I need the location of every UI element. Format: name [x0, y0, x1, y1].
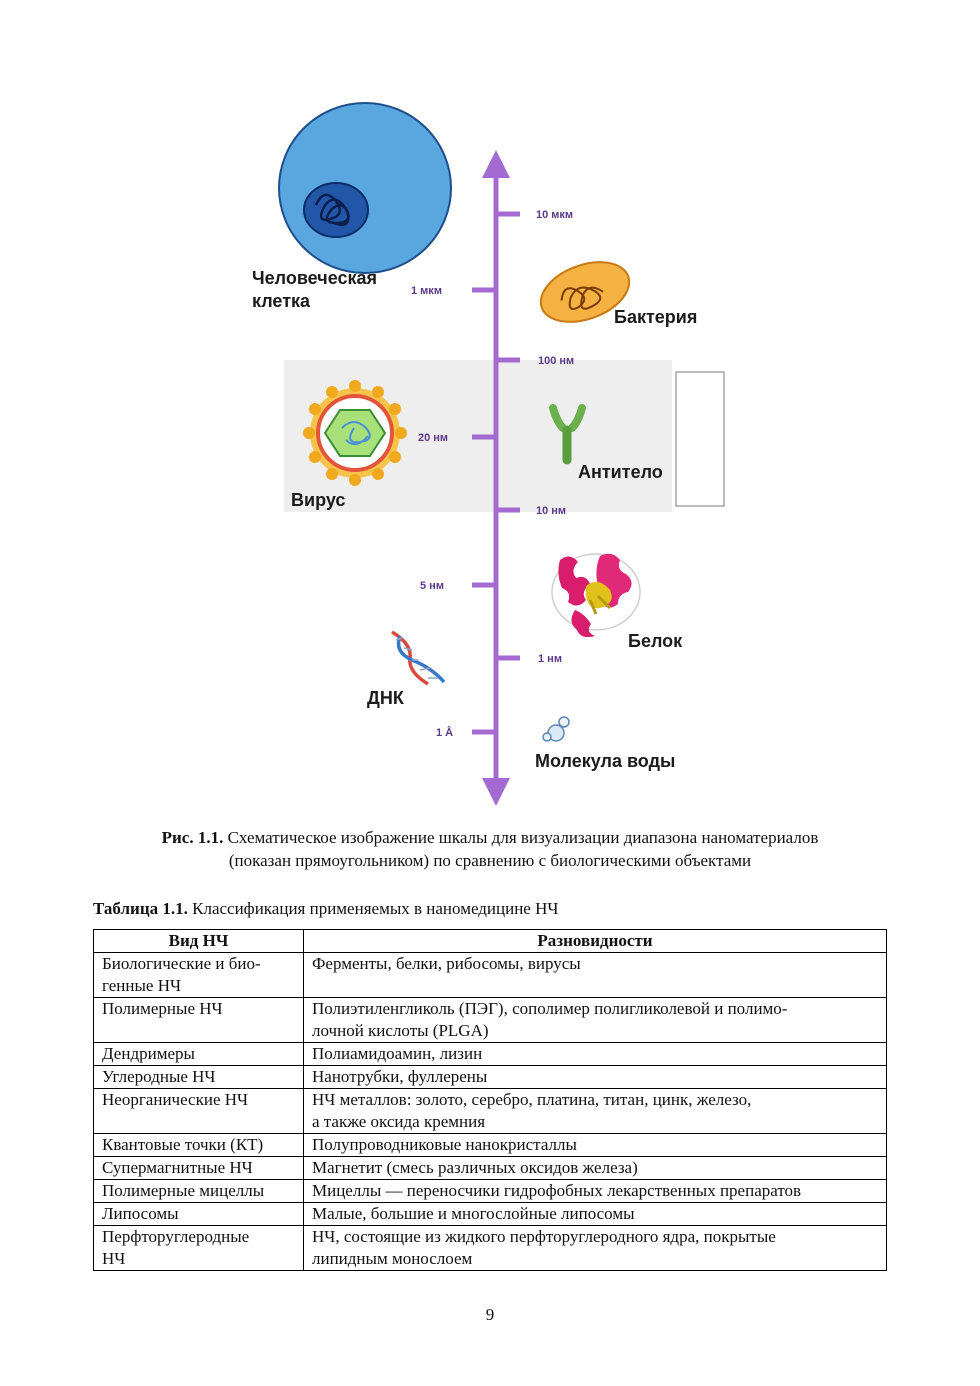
- cell-type: Квантовые точки (КТ): [93, 1133, 304, 1157]
- tick-label-10nm: 10 нм: [536, 505, 566, 517]
- antibody-label: Антитело: [578, 462, 663, 482]
- cell-varieties: Полиэтиленгликоль (ПЭГ), сополимер полиг…: [303, 997, 887, 1043]
- table-title-prefix: Таблица 1.1.: [93, 899, 188, 918]
- bacteria-icon: [539, 261, 631, 323]
- cell-type: Углеродные НЧ: [93, 1065, 304, 1089]
- cell-varieties: Полиамидоамин, лизин: [303, 1042, 887, 1066]
- table-title: Таблица 1.1. Классификация применяемых в…: [93, 899, 558, 919]
- virus-icon: [303, 380, 407, 486]
- table-title-text: Классификация применяемых в наномедицине…: [187, 899, 559, 918]
- dna-label: ДНК: [367, 688, 405, 708]
- tick-label-10um: 10 мкм: [536, 209, 573, 221]
- cell-type: Биологические и био- генные НЧ: [93, 952, 304, 998]
- cell-type: Полимерные НЧ: [93, 997, 304, 1043]
- cell-varieties: НЧ, состоящие из жидкого перфторуглеродн…: [303, 1225, 887, 1271]
- dna-icon: [391, 630, 446, 686]
- nanorange-frame: [675, 371, 725, 507]
- cell-varieties: Малые, большие и многослойные липосомы: [303, 1202, 887, 1226]
- tick-label-20nm: 20 нм: [418, 432, 448, 444]
- table-header-row: Вид НЧ Разновидности: [93, 929, 887, 953]
- cell-varieties: Нанотрубки, фуллерены: [303, 1065, 887, 1089]
- protein-icon: [551, 553, 641, 638]
- cell-type: Полимерные мицеллы: [93, 1179, 304, 1203]
- header-type: Вид НЧ: [93, 929, 304, 953]
- cell-varieties: Магнетит (смесь различных оксидов железа…: [303, 1156, 887, 1180]
- cell-varieties: Мицеллы — переносчики гидрофобных лекарс…: [303, 1179, 887, 1203]
- scale-axis: [482, 150, 510, 806]
- protein-label: Белок: [628, 631, 683, 651]
- cell-type: Дендримеры: [93, 1042, 304, 1066]
- cell-type: Липосомы: [93, 1202, 304, 1226]
- page-number: 9: [485, 1305, 495, 1324]
- water-label: Молекула воды: [535, 751, 675, 771]
- caption-prefix: Рис. 1.1.: [161, 828, 224, 847]
- table-row: Квантовые точки (КТ)Полупроводниковые на…: [93, 1133, 887, 1157]
- cell-varieties: НЧ металлов: золото, серебро, платина, т…: [303, 1088, 887, 1134]
- cell-type: Супермагнитные НЧ: [93, 1156, 304, 1180]
- tick-label-5nm: 5 нм: [420, 580, 444, 592]
- figure-caption: Рис. 1.1. Схематическое изображение шкал…: [100, 826, 880, 872]
- nanoscale-figure: Человеческая клетка Бактерия Вирус Антит…: [252, 102, 725, 806]
- cell-label-line1: Человеческая: [252, 268, 377, 288]
- tick-label-1a: 1 Å: [436, 726, 453, 739]
- cell-varieties: Полупроводниковые нанокристаллы: [303, 1133, 887, 1157]
- virus-label: Вирус: [291, 490, 345, 510]
- tick-label-100nm: 100 нм: [538, 355, 574, 367]
- antibody-icon: [549, 404, 586, 465]
- cell-varieties: Ферменты, белки, рибосомы, вирусы: [303, 952, 887, 998]
- cell-label-line2: клетка: [252, 291, 311, 311]
- caption-line1: Схематическое изображение шкалы для визу…: [223, 828, 819, 847]
- nanoparticle-classification-table: Вид НЧ Разновидности Биологические и био…: [93, 929, 887, 1271]
- cell-type: Перфторуглеродные НЧ: [93, 1225, 304, 1271]
- water-molecule-icon: [542, 716, 570, 742]
- tick-label-1um: 1 мкм: [411, 285, 442, 297]
- scale-ticks: [472, 211, 520, 735]
- cell-type: Неорганические НЧ: [93, 1088, 304, 1134]
- caption-line2: (показан прямоугольником) по сравнению с…: [228, 851, 752, 870]
- header-varieties: Разновидности: [303, 929, 887, 953]
- bacteria-label: Бактерия: [614, 307, 697, 327]
- tick-label-1nm: 1 нм: [538, 653, 562, 665]
- human-cell-icon: [278, 102, 452, 274]
